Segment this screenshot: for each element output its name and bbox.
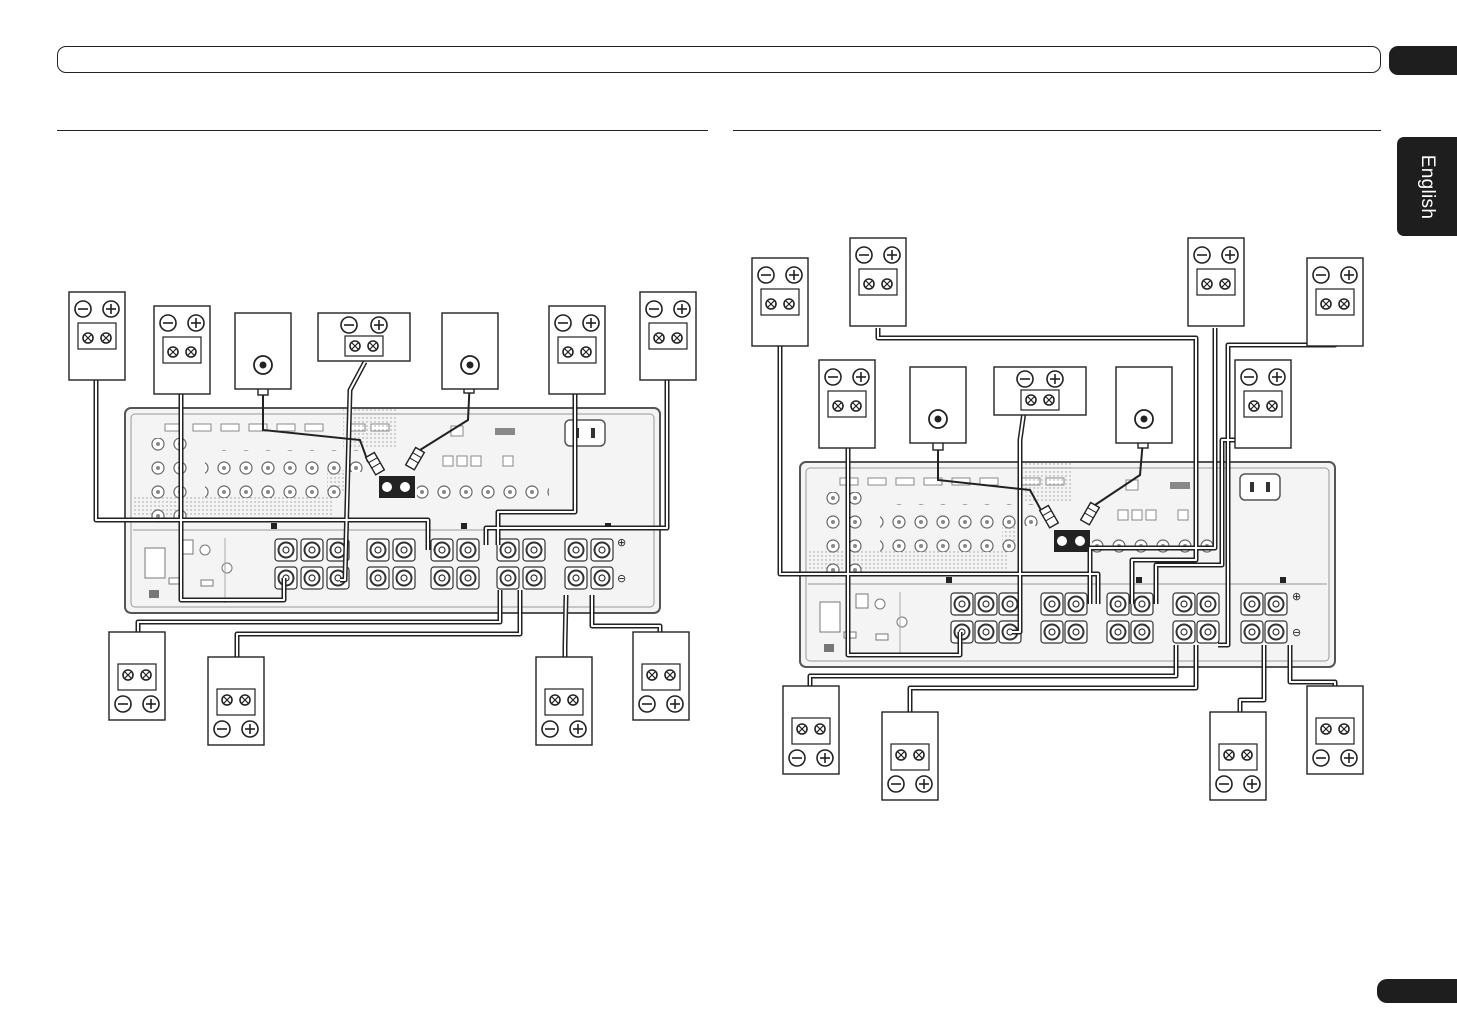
left-speaker-surround-right xyxy=(633,632,689,720)
left-speaker-center xyxy=(318,313,410,361)
left-speaker-surround-back-left xyxy=(208,657,264,745)
left-subwoofer-2 xyxy=(442,313,498,389)
right-speaker-surround-right xyxy=(1307,686,1363,774)
right-speaker-front-right xyxy=(1235,360,1291,448)
left-speaker-front-left xyxy=(69,292,125,380)
right-diagram xyxy=(752,238,1363,800)
right-speaker-surround-left xyxy=(783,686,839,774)
right-speaker-center xyxy=(994,367,1086,415)
left-speaker-front-right-inner xyxy=(549,306,605,394)
right-subwoofer-2 xyxy=(1116,367,1172,443)
right-speaker-front-wide-right xyxy=(1188,238,1244,326)
right-speaker-front-left xyxy=(819,360,875,448)
left-subwoofer-1 xyxy=(235,313,291,389)
left-speaker-front-left-inner xyxy=(154,306,210,394)
right-subwoofer-1 xyxy=(910,367,966,443)
right-speaker-front-wide-left xyxy=(850,238,906,326)
left-speaker-front-right xyxy=(640,292,696,380)
left-diagram xyxy=(69,292,696,745)
right-speaker-front-height-left xyxy=(752,258,808,346)
right-speaker-surround-back-left xyxy=(882,712,938,800)
left-speaker-surround-left xyxy=(109,632,165,720)
left-speaker-surround-back-right xyxy=(536,657,592,745)
right-speaker-front-height-right xyxy=(1307,258,1363,346)
right-speaker-surround-back-right xyxy=(1210,712,1266,800)
